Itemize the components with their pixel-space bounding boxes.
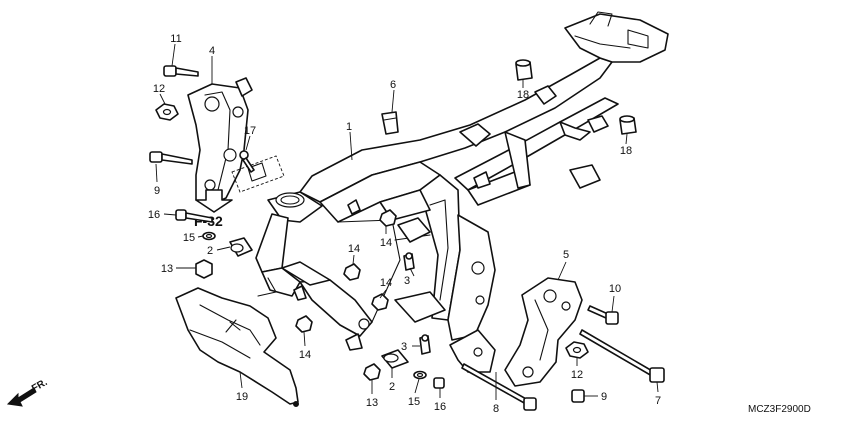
engine-hanger-bracket-left	[187, 77, 253, 206]
callout-numbers: 11 4 12 17 9 16 15 2 13 19 6 1 18 18 14 …	[148, 33, 661, 415]
callout-16-upper: 16	[148, 209, 160, 221]
callout-17: 17	[244, 125, 256, 137]
washer-15-upper	[202, 231, 216, 241]
callout-14-c: 14	[380, 277, 392, 289]
nut-14-b	[343, 263, 361, 281]
callout-18-left: 18	[517, 89, 529, 101]
front-arrow-icon	[6, 387, 37, 407]
callout-15-upper: 15	[183, 232, 195, 244]
long-bolt-7	[579, 329, 665, 383]
callout-3-upper: 3	[404, 275, 410, 287]
callout-14-a: 14	[348, 243, 360, 255]
callout-13-upper: 13	[161, 263, 173, 275]
nut-14-d	[295, 315, 313, 333]
flange-nut-13-upper	[195, 259, 213, 279]
callout-3-lower: 3	[401, 341, 407, 353]
callout-7: 7	[655, 395, 661, 407]
nut-14-c	[371, 293, 389, 311]
callout-5: 5	[563, 249, 569, 261]
callout-19: 19	[236, 391, 248, 403]
collar-2-lower	[381, 349, 409, 369]
callout-13-lower: 13	[366, 397, 378, 409]
bolt-11	[163, 65, 199, 77]
callout-6: 6	[390, 79, 396, 91]
callout-8: 8	[493, 403, 499, 415]
engine-hanger-bracket-right	[504, 277, 583, 387]
callout-4: 4	[209, 45, 215, 57]
rubber-pad-6	[381, 111, 399, 135]
direction-label: FR.	[30, 377, 50, 395]
cushion-18-right	[619, 115, 637, 135]
bolt-10	[587, 305, 619, 325]
flange-nut-12-lower	[565, 341, 589, 359]
bolt-9-lower	[571, 389, 585, 403]
callout-12-lower: 12	[571, 369, 583, 381]
flange-nut-12-upper	[155, 103, 179, 121]
nut-14-a	[379, 209, 397, 227]
callout-9-upper: 9	[154, 185, 160, 197]
callout-12-upper: 12	[153, 83, 165, 95]
cushion-18-left	[515, 59, 533, 81]
callout-16-lower: 16	[434, 401, 446, 413]
frame-cover	[175, 287, 299, 407]
stud-3-upper	[403, 252, 415, 271]
drawing-code: MCZ3F2900D	[748, 404, 811, 415]
stud-3-lower	[419, 334, 431, 355]
callout-15-lower: 15	[408, 396, 420, 408]
bolt-9-upper	[149, 151, 193, 165]
collar-2-upper	[229, 237, 253, 257]
bolt-17	[239, 150, 255, 173]
leader-lines	[155, 43, 659, 400]
flange-nut-13-lower	[363, 363, 381, 381]
long-bolt-8	[461, 363, 537, 411]
callout-10: 10	[609, 283, 621, 295]
callout-11-upper: 11	[170, 33, 181, 45]
washer-15-lower	[413, 370, 427, 380]
main-frame	[255, 11, 669, 373]
callout-1: 1	[346, 121, 352, 133]
callout-2-upper: 2	[207, 245, 213, 257]
callout-14-b: 14	[380, 237, 392, 249]
callout-18-right: 18	[620, 145, 632, 157]
bolt-16-lower	[433, 377, 445, 389]
callout-14-d: 14	[299, 349, 311, 361]
front-direction-indicator: FR.	[6, 377, 50, 407]
callout-9-lower: 9	[601, 391, 607, 403]
callout-2-lower: 2	[389, 381, 395, 393]
